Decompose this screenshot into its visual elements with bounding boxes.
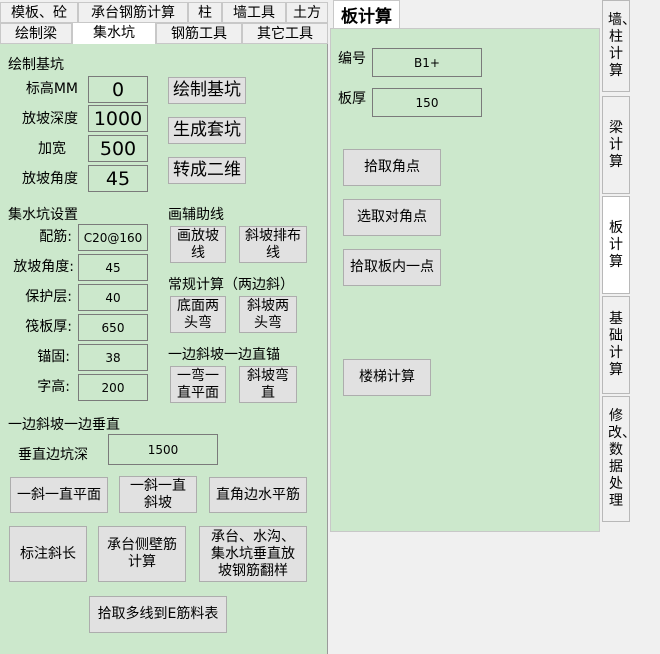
- slope-depth-label: 放坡深度: [22, 111, 78, 127]
- tab-other-tools[interactable]: 其它工具: [242, 23, 328, 44]
- tab-draw-beam[interactable]: 绘制梁: [0, 23, 72, 44]
- vertical-pit-depth-input[interactable]: 1500: [108, 434, 218, 465]
- pile-cap-side-wall-rebar-button[interactable]: 承台侧壁筋 计算: [98, 526, 186, 582]
- vtab-slab-calc-label: 板计算: [609, 219, 623, 270]
- slab-thickness-input[interactable]: 150: [372, 88, 482, 117]
- vtab-modify-data-processing[interactable]: 修改、数据处理: [602, 396, 636, 522]
- slab-thickness-label: 板厚: [338, 91, 366, 107]
- text-height-label: 字高:: [37, 379, 70, 395]
- rebar-input[interactable]: C20@160: [78, 224, 148, 251]
- slope-angle-input[interactable]: 45: [88, 165, 148, 192]
- one-slope-one-straight-slope-button[interactable]: 一斜一直 斜坡: [119, 476, 197, 513]
- one-slope-vertical-title: 一边斜坡一边垂直: [8, 417, 120, 433]
- tab-pile-cap-rebar[interactable]: 承台钢筋计算: [78, 2, 188, 23]
- elevation-label: 标高MM: [25, 81, 78, 97]
- draw-pit-button[interactable]: 绘制基坑: [168, 77, 246, 104]
- vtab-wall-column-calc[interactable]: 墙、柱计算: [602, 0, 636, 92]
- sump-slope-angle-input[interactable]: 45: [78, 254, 148, 281]
- raft-thickness-input[interactable]: 650: [78, 314, 148, 341]
- anchor-input[interactable]: 38: [78, 344, 148, 371]
- stair-calc-button[interactable]: 楼梯计算: [343, 359, 431, 396]
- slope-layout-line-button[interactable]: 斜坡排布 线: [239, 226, 307, 263]
- text-height-input[interactable]: 200: [78, 374, 148, 401]
- select-diagonal-button[interactable]: 选取对角点: [343, 199, 441, 236]
- raft-thickness-label: 筏板厚:: [25, 319, 72, 335]
- generate-nested-pit-button[interactable]: 生成套坑: [168, 117, 246, 144]
- slope-angle-label: 放坡角度: [22, 171, 78, 187]
- tab-wall-tools[interactable]: 墙工具: [222, 2, 286, 23]
- vtab-foundation-calc-label: 基础计算: [609, 311, 623, 378]
- vtab-modify-data-processing-label: 修改、数据处理: [608, 408, 636, 509]
- vtab-wall-column-calc-label: 墙、柱计算: [608, 12, 636, 79]
- vtab-slab-calc[interactable]: 板计算: [602, 196, 630, 294]
- tab-earthwork[interactable]: 土方: [286, 2, 328, 23]
- pick-corner-button[interactable]: 拾取角点: [343, 149, 441, 186]
- slope-depth-input[interactable]: 1000: [88, 105, 148, 132]
- right-empty-area: [330, 532, 600, 654]
- tab-rebar-tools[interactable]: 钢筋工具: [156, 23, 242, 44]
- rebar-label: 配筋:: [39, 229, 72, 245]
- bottom-two-end-bend-button[interactable]: 底面两 头弯: [170, 296, 226, 333]
- anchor-label: 锚固:: [37, 349, 70, 365]
- slope-bend-straight-button[interactable]: 斜坡弯 直: [239, 366, 297, 403]
- tab-slab-calc-label: 板计算: [341, 7, 392, 27]
- widen-input[interactable]: 500: [88, 135, 148, 162]
- mark-slope-length-button[interactable]: 标注斜长: [9, 526, 87, 582]
- one-bend-flat-button[interactable]: 一弯一 直平面: [170, 366, 226, 403]
- convert-to-2d-button[interactable]: 转成二维: [168, 157, 246, 184]
- vertical-slope-rebar-layout-button[interactable]: 承台、水沟、 集水坑垂直放 坡钢筋翻样: [199, 526, 307, 582]
- tab-template-concrete[interactable]: 模板、砼: [0, 2, 78, 23]
- slab-code-input[interactable]: B1+: [372, 48, 482, 77]
- slab-code-label: 编号: [338, 51, 366, 67]
- tab-sump-pit[interactable]: 集水坑: [72, 22, 156, 45]
- cover-label: 保护层:: [25, 289, 72, 305]
- section-title-sump-settings: 集水坑设置: [8, 207, 78, 223]
- right-angle-horizontal-rebar-button[interactable]: 直角边水平筋: [209, 477, 307, 513]
- regular-calc-title: 常规计算（两边斜）: [168, 277, 294, 293]
- one-slope-anchor-title: 一边斜坡一边直锚: [168, 347, 280, 363]
- pick-point-inside-slab-button[interactable]: 拾取板内一点: [343, 249, 441, 286]
- vtab-foundation-calc[interactable]: 基础计算: [602, 296, 630, 394]
- slope-two-end-bend-button[interactable]: 斜坡两 头弯: [239, 296, 297, 333]
- tab-slab-calc[interactable]: 板计算: [333, 0, 400, 28]
- elevation-input[interactable]: 0: [88, 76, 148, 103]
- sump-slope-angle-label: 放坡角度:: [13, 259, 74, 275]
- draw-slope-line-button[interactable]: 画放坡 线: [170, 226, 226, 263]
- tab-column[interactable]: 柱: [188, 2, 222, 23]
- left-tab-strip: 模板、砼 承台钢筋计算 柱 墙工具 土方 绘制梁 集水坑 钢筋工具 其它工具: [0, 0, 328, 46]
- one-slope-one-straight-flat-button[interactable]: 一斜一直平面: [10, 477, 108, 513]
- vertical-pit-depth-label: 垂直边坑深: [18, 447, 88, 463]
- cover-input[interactable]: 40: [78, 284, 148, 311]
- vertical-tab-strip: 墙、柱计算 梁计算 板计算 基础计算 修改、数据处理: [602, 0, 636, 526]
- widen-label: 加宽: [38, 141, 66, 157]
- vtab-beam-calc-label: 梁计算: [609, 119, 623, 170]
- vtab-beam-calc[interactable]: 梁计算: [602, 96, 630, 194]
- section-title-draw-pit: 绘制基坑: [8, 57, 64, 73]
- pick-polyline-to-rebar-table-button[interactable]: 拾取多线到E筋料表: [89, 596, 227, 633]
- aux-lines-title: 画辅助线: [168, 207, 224, 223]
